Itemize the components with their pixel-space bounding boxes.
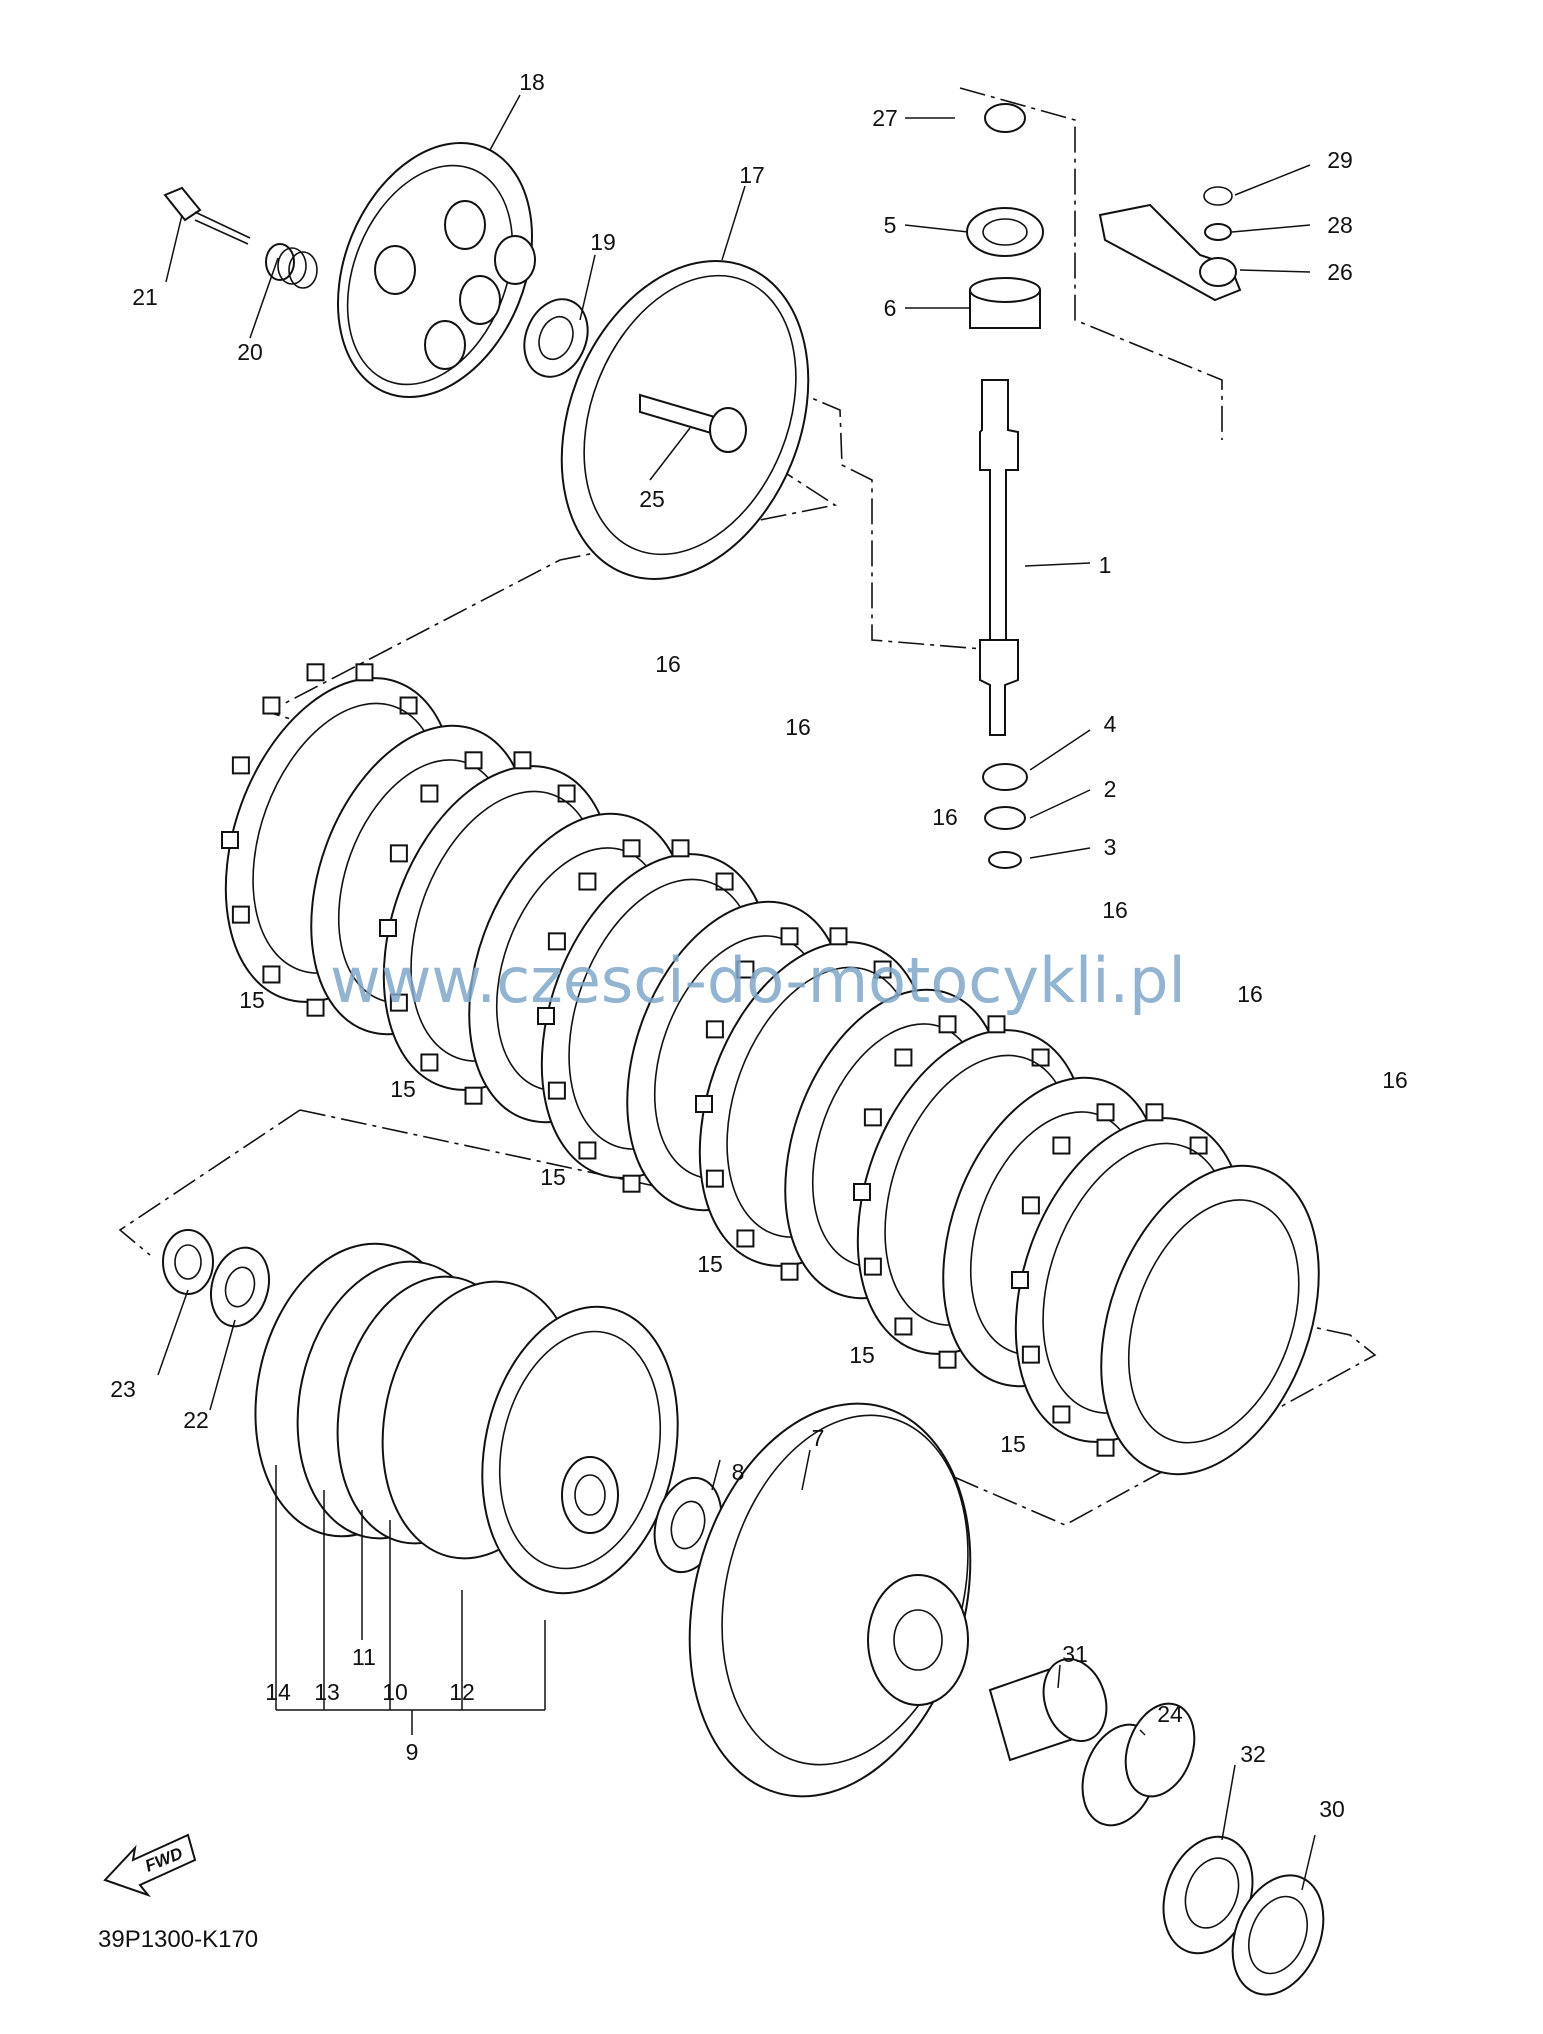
callout-5: 5 xyxy=(884,212,897,238)
callout-24: 24 xyxy=(1157,1701,1183,1727)
callout-labels: 18 21 20 19 17 25 27 5 6 1 4 2 3 26 28 2… xyxy=(110,69,1408,1822)
callout-15-e: 15 xyxy=(849,1342,875,1368)
callout-16-a: 16 xyxy=(655,651,681,677)
callout-11: 11 xyxy=(352,1644,376,1670)
callout-12: 12 xyxy=(449,1679,475,1705)
adjust-bolt-assembly xyxy=(163,186,318,289)
friction-plate-17 xyxy=(560,260,810,580)
callout-16-f: 16 xyxy=(1382,1067,1408,1093)
callout-26: 26 xyxy=(1327,259,1353,285)
steel-plate-16 xyxy=(1100,1164,1320,1476)
callout-15-d: 15 xyxy=(697,1251,723,1277)
drawing-code: 39P1300-K170 xyxy=(98,1926,258,1953)
callout-19: 19 xyxy=(590,229,616,255)
callout-22: 22 xyxy=(183,1407,209,1433)
callout-27: 27 xyxy=(872,105,898,131)
callout-2: 2 xyxy=(1104,776,1117,802)
push-rod-assembly xyxy=(966,103,1044,869)
clutch-boss-assembly xyxy=(254,1242,679,1595)
callout-18: 18 xyxy=(519,69,545,95)
clutch-housing-7 xyxy=(688,1402,972,1798)
callout-16-b: 16 xyxy=(785,714,811,740)
pressure-plate xyxy=(337,142,536,398)
callout-16-e: 16 xyxy=(1237,981,1263,1007)
callout-1: 1 xyxy=(1099,552,1112,578)
callout-6: 6 xyxy=(884,295,897,321)
callout-20: 20 xyxy=(237,339,263,365)
callout-30: 30 xyxy=(1319,1796,1345,1822)
callout-13: 13 xyxy=(314,1679,340,1705)
callout-29: 29 xyxy=(1327,147,1353,173)
callout-31: 31 xyxy=(1062,1641,1088,1667)
callout-15-c: 15 xyxy=(540,1164,566,1190)
callout-4: 4 xyxy=(1104,711,1117,737)
callout-21: 21 xyxy=(132,284,158,310)
callout-32: 32 xyxy=(1240,1741,1266,1767)
callout-3: 3 xyxy=(1104,834,1117,860)
callout-25: 25 xyxy=(639,486,665,512)
clutch-plate-stack xyxy=(221,663,1320,1476)
callout-7: 7 xyxy=(812,1425,825,1451)
callout-14-label: 14 xyxy=(265,1679,291,1705)
callout-28: 28 xyxy=(1327,212,1353,238)
callout-leaders xyxy=(157,94,1316,1891)
bearing-19 xyxy=(523,298,589,378)
push-lever-26 xyxy=(1098,186,1242,302)
callout-16-d: 16 xyxy=(1102,897,1128,923)
callout-23: 23 xyxy=(110,1376,136,1402)
callout-15-a: 15 xyxy=(239,987,265,1013)
callout-15-f: 15 xyxy=(1000,1431,1026,1457)
callout-15-b: 15 xyxy=(390,1076,416,1102)
callout-17: 17 xyxy=(739,162,765,188)
fwd-arrow: FWD xyxy=(103,1833,197,1898)
callout-10: 10 xyxy=(382,1679,408,1705)
callout-16-c: 16 xyxy=(932,804,958,830)
callout-9: 9 xyxy=(406,1739,419,1765)
callout-8: 8 xyxy=(732,1459,745,1485)
watermark-url: www.czesci-do-motocykli.pl xyxy=(330,944,1186,1017)
